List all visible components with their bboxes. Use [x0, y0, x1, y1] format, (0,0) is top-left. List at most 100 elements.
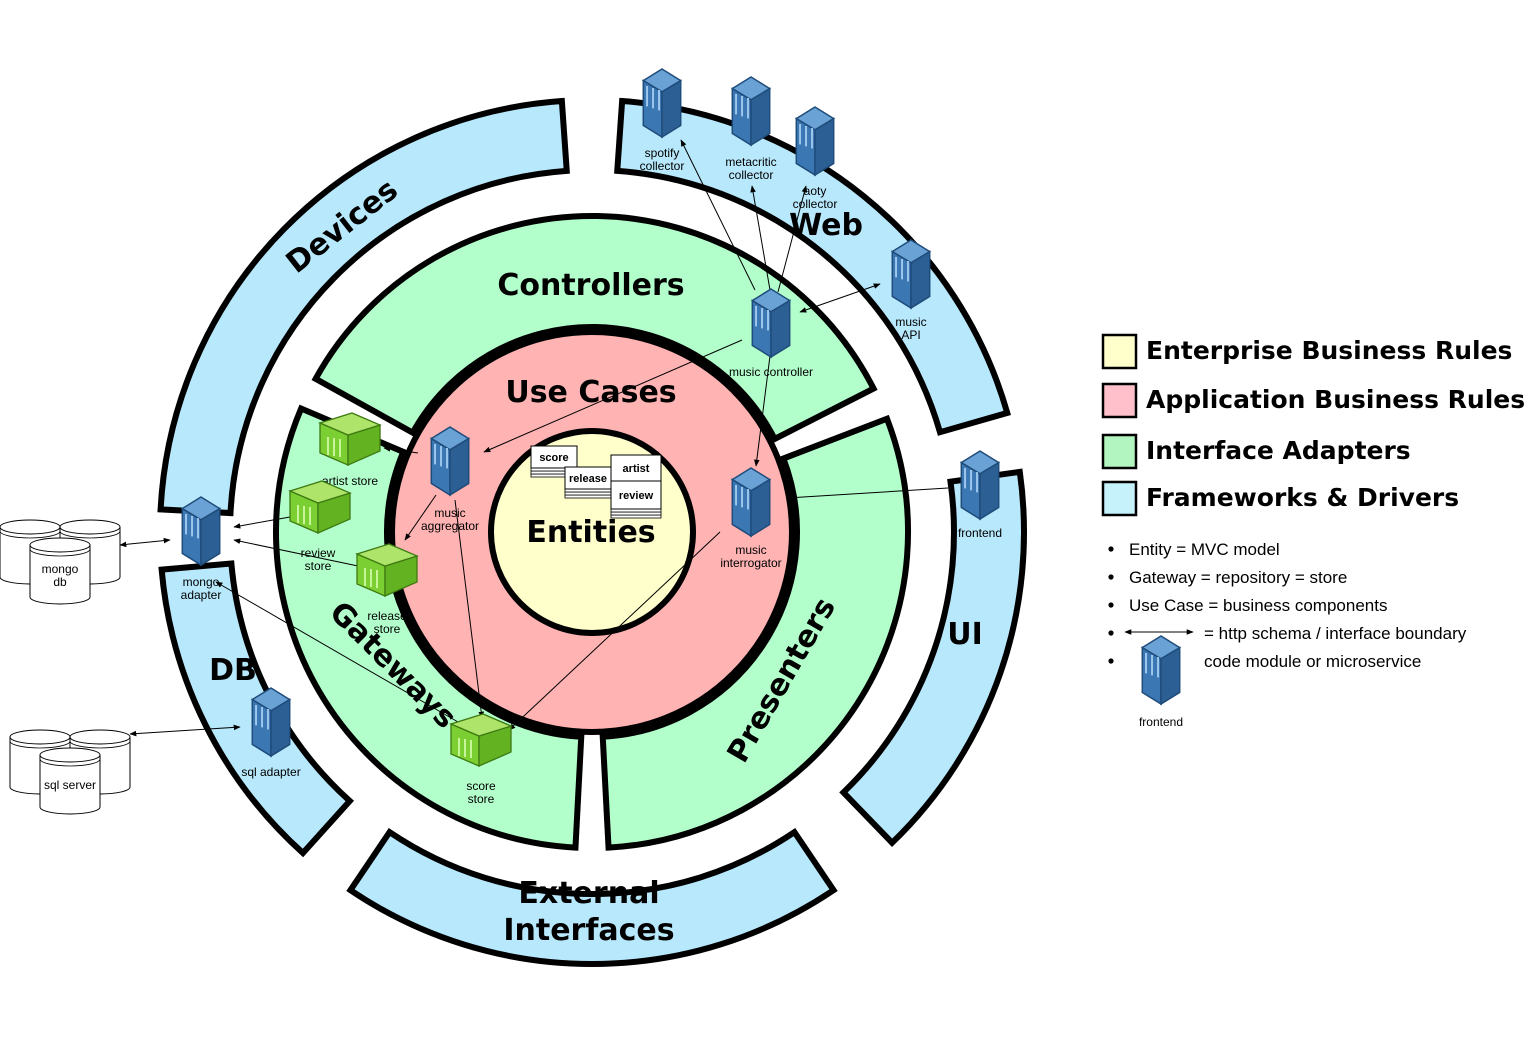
svg-text:release: release [367, 609, 407, 623]
legend-swatch [1101, 433, 1138, 470]
svg-text:music: music [735, 543, 766, 557]
svg-text:score: score [539, 452, 568, 464]
svg-text:sql adapter: sql adapter [241, 765, 300, 779]
svg-text:collector: collector [793, 197, 838, 211]
sql-server-link [129, 724, 241, 737]
svg-text:API: API [901, 328, 920, 342]
presenters-segment [599, 414, 911, 851]
entity-card-release: release [564, 466, 612, 499]
legend-label: Application Business Rules [1146, 385, 1525, 414]
svg-text:Use Case = business components: Use Case = business components [1129, 596, 1387, 615]
legend-label: Interface Adapters [1146, 436, 1411, 465]
bullet-icon [1108, 546, 1114, 552]
ui-segment [839, 468, 1027, 847]
svg-text:aggregator: aggregator [421, 519, 479, 533]
legend-item-1: Enterprise Business Rules [1101, 333, 1512, 370]
entities-label: Entities [526, 515, 655, 550]
svg-text:code module or microservice: code module or microservice [1204, 652, 1421, 671]
svg-text:release: release [569, 473, 607, 485]
svg-text:store: store [468, 792, 495, 806]
svg-text:mongo: mongo [183, 575, 220, 589]
use-cases-label: Use Cases [505, 375, 676, 410]
svg-text:frontend: frontend [1139, 715, 1183, 729]
svg-text:mongo: mongo [42, 562, 79, 576]
svg-text:sql server: sql server [44, 778, 96, 792]
legend-item-4: Frameworks & Drivers [1101, 480, 1459, 517]
svg-text:db: db [53, 575, 67, 589]
controller-to-metacritic [750, 185, 771, 291]
svg-text:Gateway = repository = store: Gateway = repository = store [1129, 568, 1347, 587]
svg-text:metacritic: metacritic [725, 155, 776, 169]
aggregator-to-review-store [404, 494, 437, 541]
svg-text:adapter: adapter [181, 588, 222, 602]
entity-card-score: score [530, 445, 578, 478]
svg-text:review: review [301, 546, 336, 560]
bullet-icon [1108, 630, 1114, 636]
db-label: DB [209, 653, 257, 688]
web-label: Web [789, 208, 863, 243]
svg-text:artist store: artist store [322, 474, 378, 488]
controller-api-link [799, 283, 881, 313]
connectors [119, 139, 1194, 737]
frontend: frontend [958, 450, 1002, 540]
sql-adapter: sql adapter [241, 687, 301, 779]
ui-label: UI [947, 617, 983, 652]
mongo-db-link [119, 537, 171, 548]
legend-note-3: Use Case = business components [1108, 596, 1387, 615]
svg-text:review: review [619, 490, 654, 502]
svg-text:collector: collector [729, 168, 774, 182]
svg-text:collector: collector [640, 159, 685, 173]
svg-text:Entity = MVC model: Entity = MVC model [1129, 540, 1280, 559]
controllers-label: Controllers [497, 268, 684, 303]
legend-note-5: code module or microservice [1108, 652, 1421, 671]
bullet-icon [1108, 574, 1114, 580]
legend-swatch [1101, 333, 1138, 370]
controller-to-interrogator [754, 355, 771, 467]
web-segment [614, 97, 1011, 436]
legend-swatch [1101, 480, 1138, 517]
external-label-1: External [518, 876, 659, 911]
svg-text:music: music [895, 315, 926, 329]
score-store-to-mongo [215, 581, 459, 723]
frontend-to-interrogator [786, 487, 949, 501]
legend-note-2: Gateway = repository = store [1108, 568, 1347, 587]
legend-swatch [1101, 382, 1138, 419]
controller-to-aggregator [483, 339, 743, 453]
legend-item-3: Interface Adapters [1101, 433, 1411, 470]
legend-label: Enterprise Business Rules [1146, 336, 1512, 365]
aggregator-to-score-store [454, 499, 485, 719]
controllers-segment [311, 213, 878, 443]
legend-note-1: Entity = MVC model [1108, 540, 1280, 559]
entity-card-review: review [610, 480, 662, 519]
external-segment [346, 827, 838, 967]
svg-text:interrogator: interrogator [720, 556, 781, 570]
legend-module-icon: frontend [1139, 635, 1183, 729]
music-controller: music controller [729, 288, 813, 379]
svg-text:frontend: frontend [958, 526, 1002, 540]
devices-segment [157, 97, 570, 517]
release-store-to-mongo [233, 538, 359, 567]
svg-text:= http schema / interface boun: = http schema / interface boundary [1204, 624, 1467, 643]
controller-to-spotify [680, 139, 756, 291]
svg-text:store: store [305, 559, 332, 573]
sql-server: sql server [9, 729, 131, 815]
svg-text:music: music [434, 506, 465, 520]
legend-note-4: = http schema / interface boundary [1108, 624, 1467, 643]
svg-text:artist: artist [623, 463, 650, 475]
review-store-to-mongo [233, 516, 291, 529]
legend-label: Frameworks & Drivers [1146, 483, 1459, 512]
